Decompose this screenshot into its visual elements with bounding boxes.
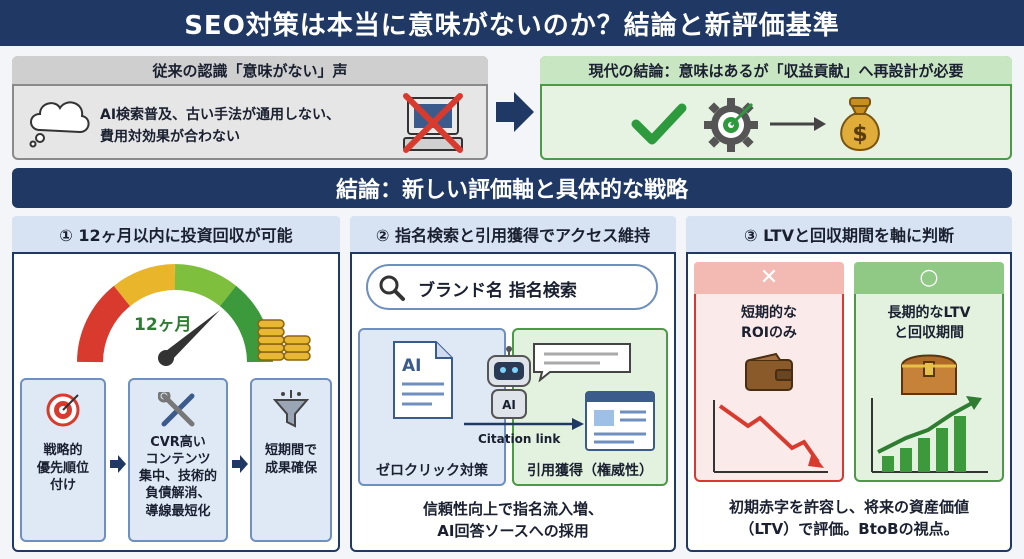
transition-arrow-icon (496, 92, 534, 132)
short-term-line2: ROIのみ (741, 325, 797, 341)
funnel-icon (273, 390, 309, 428)
panel2-footer-line1: 信頼性向上で指名流入増、 (422, 500, 603, 518)
panel-brand-search-heading: ② 指名検索と引用獲得でアクセス維持 (350, 216, 676, 254)
robot-icon (487, 346, 531, 419)
panel-payback-heading: ① 12ヶ月以内に投資回収が可能 (12, 216, 340, 254)
doc-ai-label: AI (402, 356, 422, 376)
panel2-footer-line2: AI回答ソースへの採用 (437, 522, 589, 540)
step-prioritize-label: 戦略的優先順位付け (36, 443, 89, 494)
short-term-line1: 短期的な (741, 305, 797, 321)
money-bag-icon: $ (840, 97, 880, 152)
short-term-mark: ✕ (694, 262, 844, 294)
gear-target-icon (704, 98, 758, 152)
step-results-label: 短期間で成果確保 (264, 443, 317, 476)
brand-search-input[interactable] (366, 264, 658, 310)
crossed-computer-icon (403, 93, 463, 153)
treasure-chest-icon (900, 354, 958, 395)
browser-window-icon (585, 391, 655, 451)
panel-ltv-heading: ③ LTVと回収期間を軸に判断 (686, 216, 1012, 254)
wallet-icon (745, 352, 793, 391)
step-optimize-label: CVR高いコンテンツ集中、技術的負債解消、導線最短化 (138, 435, 217, 519)
robot-ai-label: AI (502, 398, 516, 412)
tools-icon (158, 392, 195, 427)
thought-cloud-icon (29, 101, 90, 148)
citation-link-label: Citation link (478, 432, 561, 446)
speech-bubble-icon (533, 343, 631, 382)
falling-chart-icon (713, 400, 828, 473)
panel3-footer-line1: 初期赤字を許容し、将来の資産価値 (728, 498, 969, 516)
target-icon (46, 393, 80, 427)
citation-link-arrow-icon (464, 418, 584, 430)
search-icon (379, 275, 405, 301)
old-view-line2: 費用対効果が合わない (100, 129, 240, 145)
svg-text:$: $ (852, 122, 867, 147)
step-arrow-icon (110, 455, 126, 473)
coin-stack-icon (257, 319, 311, 361)
long-term-line1: 長期的なLTV (887, 305, 971, 321)
old-view-line1: AI検索普及、古い手法が通用しない、 (100, 107, 341, 123)
new-view-heading: 現代の結論：意味はあるが「収益貢献」へ再設計が必要 (540, 56, 1012, 86)
rising-chart-icon (871, 396, 988, 473)
step-results (250, 378, 332, 542)
step-arrow-icon (232, 455, 248, 473)
right-arrow-icon (770, 117, 826, 131)
ai-document-icon (393, 341, 453, 419)
panel3-footer-line2: （LTV）で評価。BtoBの視点。 (739, 520, 959, 538)
conclusion-banner: 結論：新しい評価軸と具体的な戦略 (12, 168, 1012, 208)
zero-click-caption: ゼロクリック対策 (376, 463, 488, 479)
gauge-label: 12ヶ月 (134, 315, 192, 335)
old-view-heading: 従来の認識「意味がない」声 (12, 56, 488, 86)
check-mark-icon (631, 103, 687, 145)
brand-search-text: ブランド名 指名検索 (418, 281, 577, 301)
citation-caption: 引用獲得（権威性） (527, 463, 653, 479)
step-optimize (128, 378, 228, 542)
long-term-line2: と回収期間 (894, 325, 964, 341)
page-title: SEO対策は本当に意味がないのか？結論と新評価基準 (0, 0, 1024, 46)
long-term-mark: ○ (854, 262, 1004, 294)
